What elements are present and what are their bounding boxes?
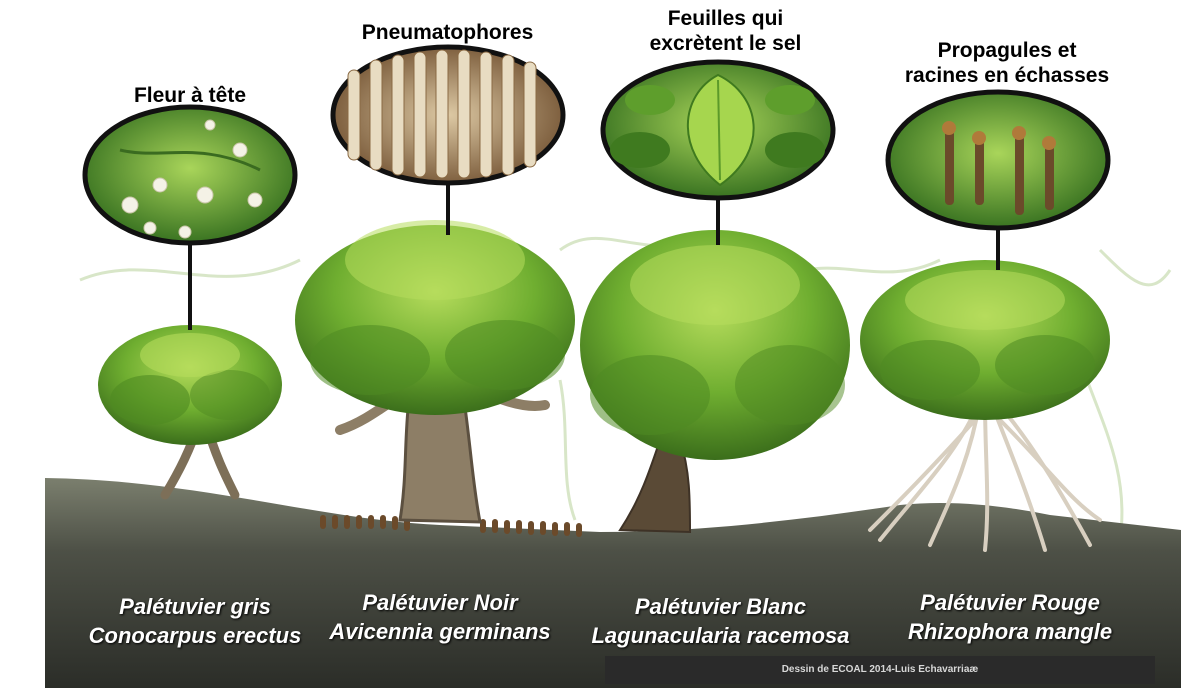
feature-label-propagules: Propagules et racines en échasses bbox=[892, 38, 1122, 88]
feature-label-line: Fleur à tête bbox=[90, 83, 290, 108]
feature-label-line: Feuilles qui bbox=[618, 6, 833, 31]
lens-propagules bbox=[888, 92, 1108, 228]
species-common-name: Palétuvier Noir bbox=[305, 588, 575, 617]
feature-label-flower-head: Fleur à tête bbox=[90, 83, 290, 108]
species-grey-mangrove: Palétuvier gris Conocarpus erectus bbox=[70, 592, 320, 650]
feature-label-pneumatophores: Pneumatophores bbox=[330, 20, 565, 45]
species-scientific-name: Conocarpus erectus bbox=[70, 621, 320, 650]
feature-label-line: Propagules et bbox=[892, 38, 1122, 63]
lens-flower-head bbox=[85, 107, 295, 243]
tree-grey-mangrove bbox=[98, 325, 282, 495]
species-white-mangrove: Palétuvier Blanc Lagunacularia racemosa bbox=[578, 592, 863, 650]
lens-pneumatophores bbox=[333, 47, 563, 183]
species-scientific-name: Rhizophora mangle bbox=[885, 617, 1135, 646]
feature-label-line: excrètent le sel bbox=[618, 31, 833, 56]
feature-label-salt-leaves: Feuilles qui excrètent le sel bbox=[618, 6, 833, 56]
feature-label-line: Pneumatophores bbox=[330, 20, 565, 45]
species-black-mangrove: Palétuvier Noir Avicennia germinans bbox=[305, 588, 575, 646]
species-scientific-name: Avicennia germinans bbox=[305, 617, 575, 646]
image-credit: Dessin de ECOAL 2014-Luis Echavarriaæ bbox=[605, 656, 1155, 684]
tree-white-mangrove bbox=[580, 230, 850, 532]
lens-salt-leaves bbox=[603, 62, 833, 198]
species-common-name: Palétuvier Blanc bbox=[578, 592, 863, 621]
species-common-name: Palétuvier Rouge bbox=[885, 588, 1135, 617]
species-scientific-name: Lagunacularia racemosa bbox=[578, 621, 863, 650]
tree-black-mangrove bbox=[295, 220, 575, 522]
feature-label-line: racines en échasses bbox=[892, 63, 1122, 88]
species-common-name: Palétuvier gris bbox=[70, 592, 320, 621]
species-red-mangrove: Palétuvier Rouge Rhizophora mangle bbox=[885, 588, 1135, 646]
